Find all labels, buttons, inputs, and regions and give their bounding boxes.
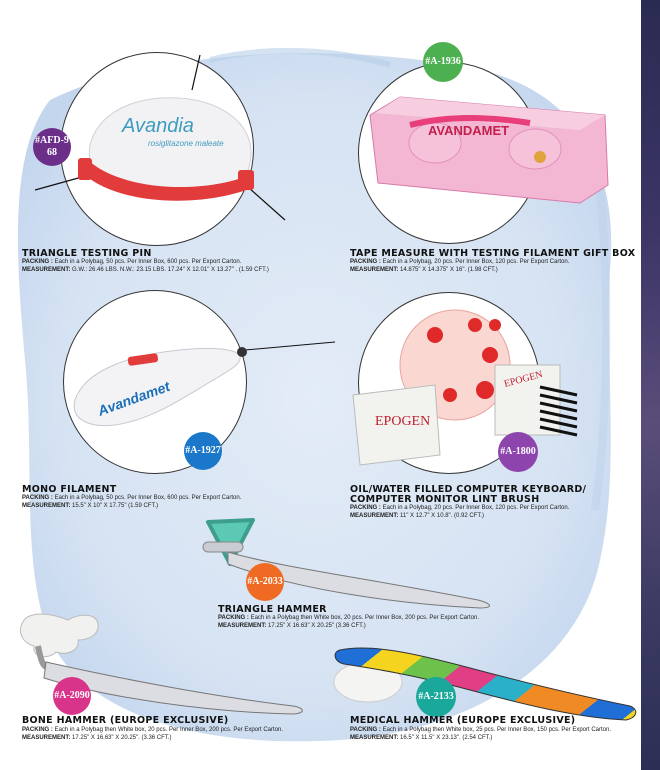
tape-measure-gift-box-image: AVANDAMET <box>369 96 609 204</box>
product-packing: PACKING : Each in a Polybag, 50 pcs. Per… <box>22 259 242 265</box>
product-measurement: MEASUREMENT: 17.25" X 16.63" X 20.25". (… <box>22 735 172 741</box>
product-packing: PACKING : Each in a Polybag, 20 pcs. Per… <box>350 259 570 265</box>
avandamet-logo-text: AVANDAMET <box>428 123 509 138</box>
product-code-badge: #A-2090 <box>53 677 91 715</box>
product-title: BONE HAMMER (EUROPE EXCLUSIVE) <box>22 715 229 726</box>
product-packing: PACKING : Each in a Polybag then White b… <box>22 727 284 733</box>
avandia-logo-text: Avandia <box>121 115 194 137</box>
product-packing: PACKING : Each in a Polybag, 20 pcs. Per… <box>350 505 570 511</box>
product-measurement: MEASUREMENT: 17.25" X 16.63" X 20.25" (3… <box>218 623 366 629</box>
product-code-badge: #A-1800 <box>498 432 538 472</box>
svg-text:rosiglitazone maleate: rosiglitazone maleate <box>148 139 224 148</box>
product-title: TRIANGLE HAMMER <box>218 604 327 615</box>
lint-brush-image: EPOGEN EPOGEN <box>352 309 578 466</box>
medical-hammer-image <box>333 647 637 721</box>
triangle-hammer-image <box>202 518 490 609</box>
product-title: TAPE MEASURE WITH TESTING FILAMENT GIFT … <box>350 248 636 259</box>
product-title-line1: OIL/WATER FILLED COMPUTER KEYBOARD/ <box>350 484 587 495</box>
product-title: TRIANGLE TESTING PIN <box>22 248 152 259</box>
product-title: MEDICAL HAMMER (EUROPE EXCLUSIVE) <box>350 715 576 726</box>
product-packing: PACKING : Each in a Polybag, 50 pcs. Per… <box>22 495 242 501</box>
mono-filament-image: Avandamet <box>73 341 336 427</box>
triangle-testing-pin-image: Avandia rosiglitazone maleate <box>34 54 286 221</box>
product-title: MONO FILAMENT <box>22 484 117 495</box>
product-code-badge: #A-1927 <box>184 432 222 470</box>
product-code-badge: #A-2133 <box>416 677 456 717</box>
product-measurement: MEASUREMENT: G.W.: 26.46 LBS. N.W.: 23.1… <box>22 267 269 273</box>
product-code-badge: #A-2033 <box>246 563 284 601</box>
product-packing: PACKING : Each in a Polybag then White b… <box>350 727 612 733</box>
product-code-badge: #AFD-968 <box>33 128 71 166</box>
bone-hammer-image <box>19 613 303 715</box>
product-code-badge: #A-1936 <box>423 42 463 82</box>
product-packing: PACKING : Each in a Polybag then White b… <box>218 615 480 621</box>
product-measurement: MEASUREMENT: 11" X 12.7" X 10.8". (0.92 … <box>350 513 485 519</box>
product-title-line2: COMPUTER MONITOR LINT BRUSH <box>350 494 540 505</box>
product-measurement: MEASUREMENT: 15.5" X 10" X 17.75" (1.59 … <box>22 503 159 509</box>
product-measurement: MEASUREMENT: 16.5" X 11.5" X 23.13". (2.… <box>350 735 493 741</box>
product-measurement: MEASUREMENT: 14.875" X 14.375" X 16". (1… <box>350 267 498 273</box>
decorative-side-strip <box>641 0 660 770</box>
epogen-logo-text: EPOGEN <box>375 414 430 429</box>
